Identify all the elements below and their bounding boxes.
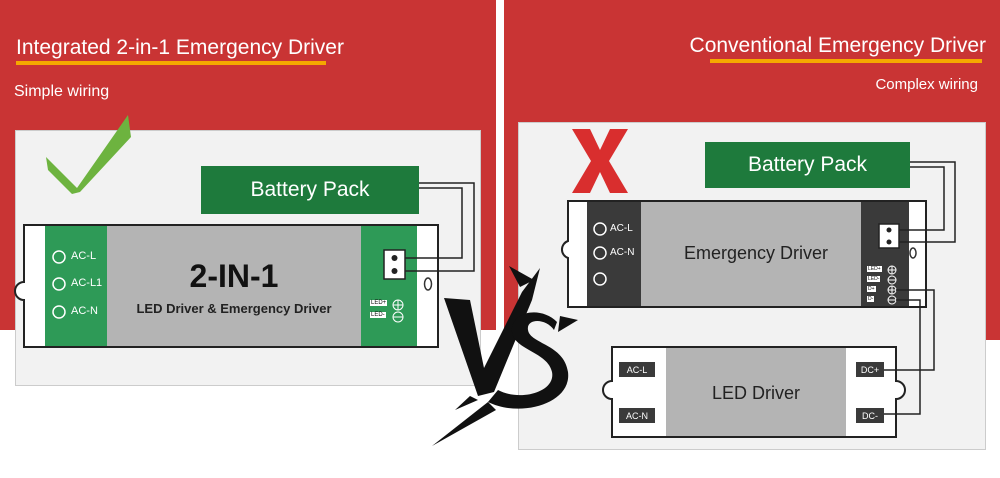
led-driver-title: LED Driver: [711, 383, 800, 403]
led-driver-tag-dc-minus: DC-: [856, 408, 884, 423]
left-device-body: [107, 226, 361, 346]
plus-symbol-lines: [888, 266, 896, 274]
plus-symbol-lines: [888, 286, 896, 294]
emergency-small-label: D+: [867, 286, 876, 292]
left-battery-pack-label: Battery Pack: [250, 178, 370, 201]
plus-symbol-lines: [393, 300, 403, 310]
left-terminal-label: AC-L1: [71, 277, 103, 289]
emergency-mount-hole: [909, 247, 917, 259]
left-device-subtitle: LED Driver & Emergency Driver: [136, 301, 332, 316]
led-driver-tag-label: DC-: [862, 410, 878, 421]
led-driver-tag-ac-l: AC-L: [619, 362, 655, 377]
left-wire: [405, 187, 463, 259]
terminal-circle: [52, 277, 66, 291]
right-wire: [884, 289, 935, 371]
terminal-circle: [593, 222, 607, 236]
led-driver-tag-label: AC-L: [626, 364, 648, 375]
emergency-small-label: LED+: [867, 266, 882, 272]
left-output-block: [361, 226, 417, 346]
right-battery-connector: [878, 223, 900, 249]
left-terminal-label: AC-N: [71, 305, 98, 317]
left-wire: [405, 182, 475, 272]
left-battery-pack: Battery Pack: [201, 166, 419, 214]
emergency-terminal-block: [587, 202, 641, 306]
right-wire: [899, 161, 956, 243]
left-device-title: 2-IN-1: [189, 258, 279, 294]
connector-pin: [886, 227, 892, 233]
terminal-circle: [52, 305, 66, 319]
left-subtitle: Simple wiring: [14, 83, 110, 100]
led-driver-tag-ac-n: AC-N: [619, 408, 655, 423]
terminal-circle: [593, 272, 607, 286]
right-wire: [899, 166, 945, 231]
right-battery-pack-label: Battery Pack: [747, 153, 868, 176]
left-device-mount-hole: [423, 277, 433, 291]
right-battery-pack: Battery Pack: [705, 142, 910, 188]
emergency-driver-title: Emergency Driver: [683, 243, 829, 263]
right-title: Conventional Emergency Driver: [689, 34, 986, 57]
led-driver-tag-label: AC-N: [626, 410, 648, 421]
left-battery-connector: [383, 249, 406, 280]
emergency-terminal-label: AC-N: [610, 247, 635, 258]
check-icon: [46, 115, 131, 194]
emergency-small-label: LED-: [867, 276, 881, 282]
cross-icon: [572, 129, 628, 193]
led-driver-body: [666, 348, 846, 436]
right-subtitle: Complex wiring: [875, 76, 978, 93]
terminal-circle: [593, 246, 607, 260]
led-driver-tag-label: DC+: [860, 364, 880, 375]
emergency-small-label: D-: [867, 296, 875, 302]
left-terminal-block: [45, 226, 107, 346]
terminal-circle: [52, 250, 66, 264]
led-minus-tag: LED-: [370, 312, 386, 318]
right-wire: [884, 299, 921, 415]
connector-pin: [391, 268, 398, 274]
emergency-terminal-label: AC-L: [610, 223, 633, 234]
versus-graphic: [432, 266, 578, 446]
connector-pin: [391, 255, 398, 261]
led-plus-tag: LED+: [370, 300, 388, 306]
left-terminal-label: AC-L: [71, 250, 97, 262]
left-title-underline: [16, 61, 326, 65]
right-title-underline: [710, 59, 982, 63]
left-title: Integrated 2-in-1 Emergency Driver: [16, 36, 344, 59]
led-driver-tag-dc-plus: DC+: [856, 362, 884, 377]
connector-pin: [886, 239, 892, 245]
emergency-body: [641, 202, 861, 306]
